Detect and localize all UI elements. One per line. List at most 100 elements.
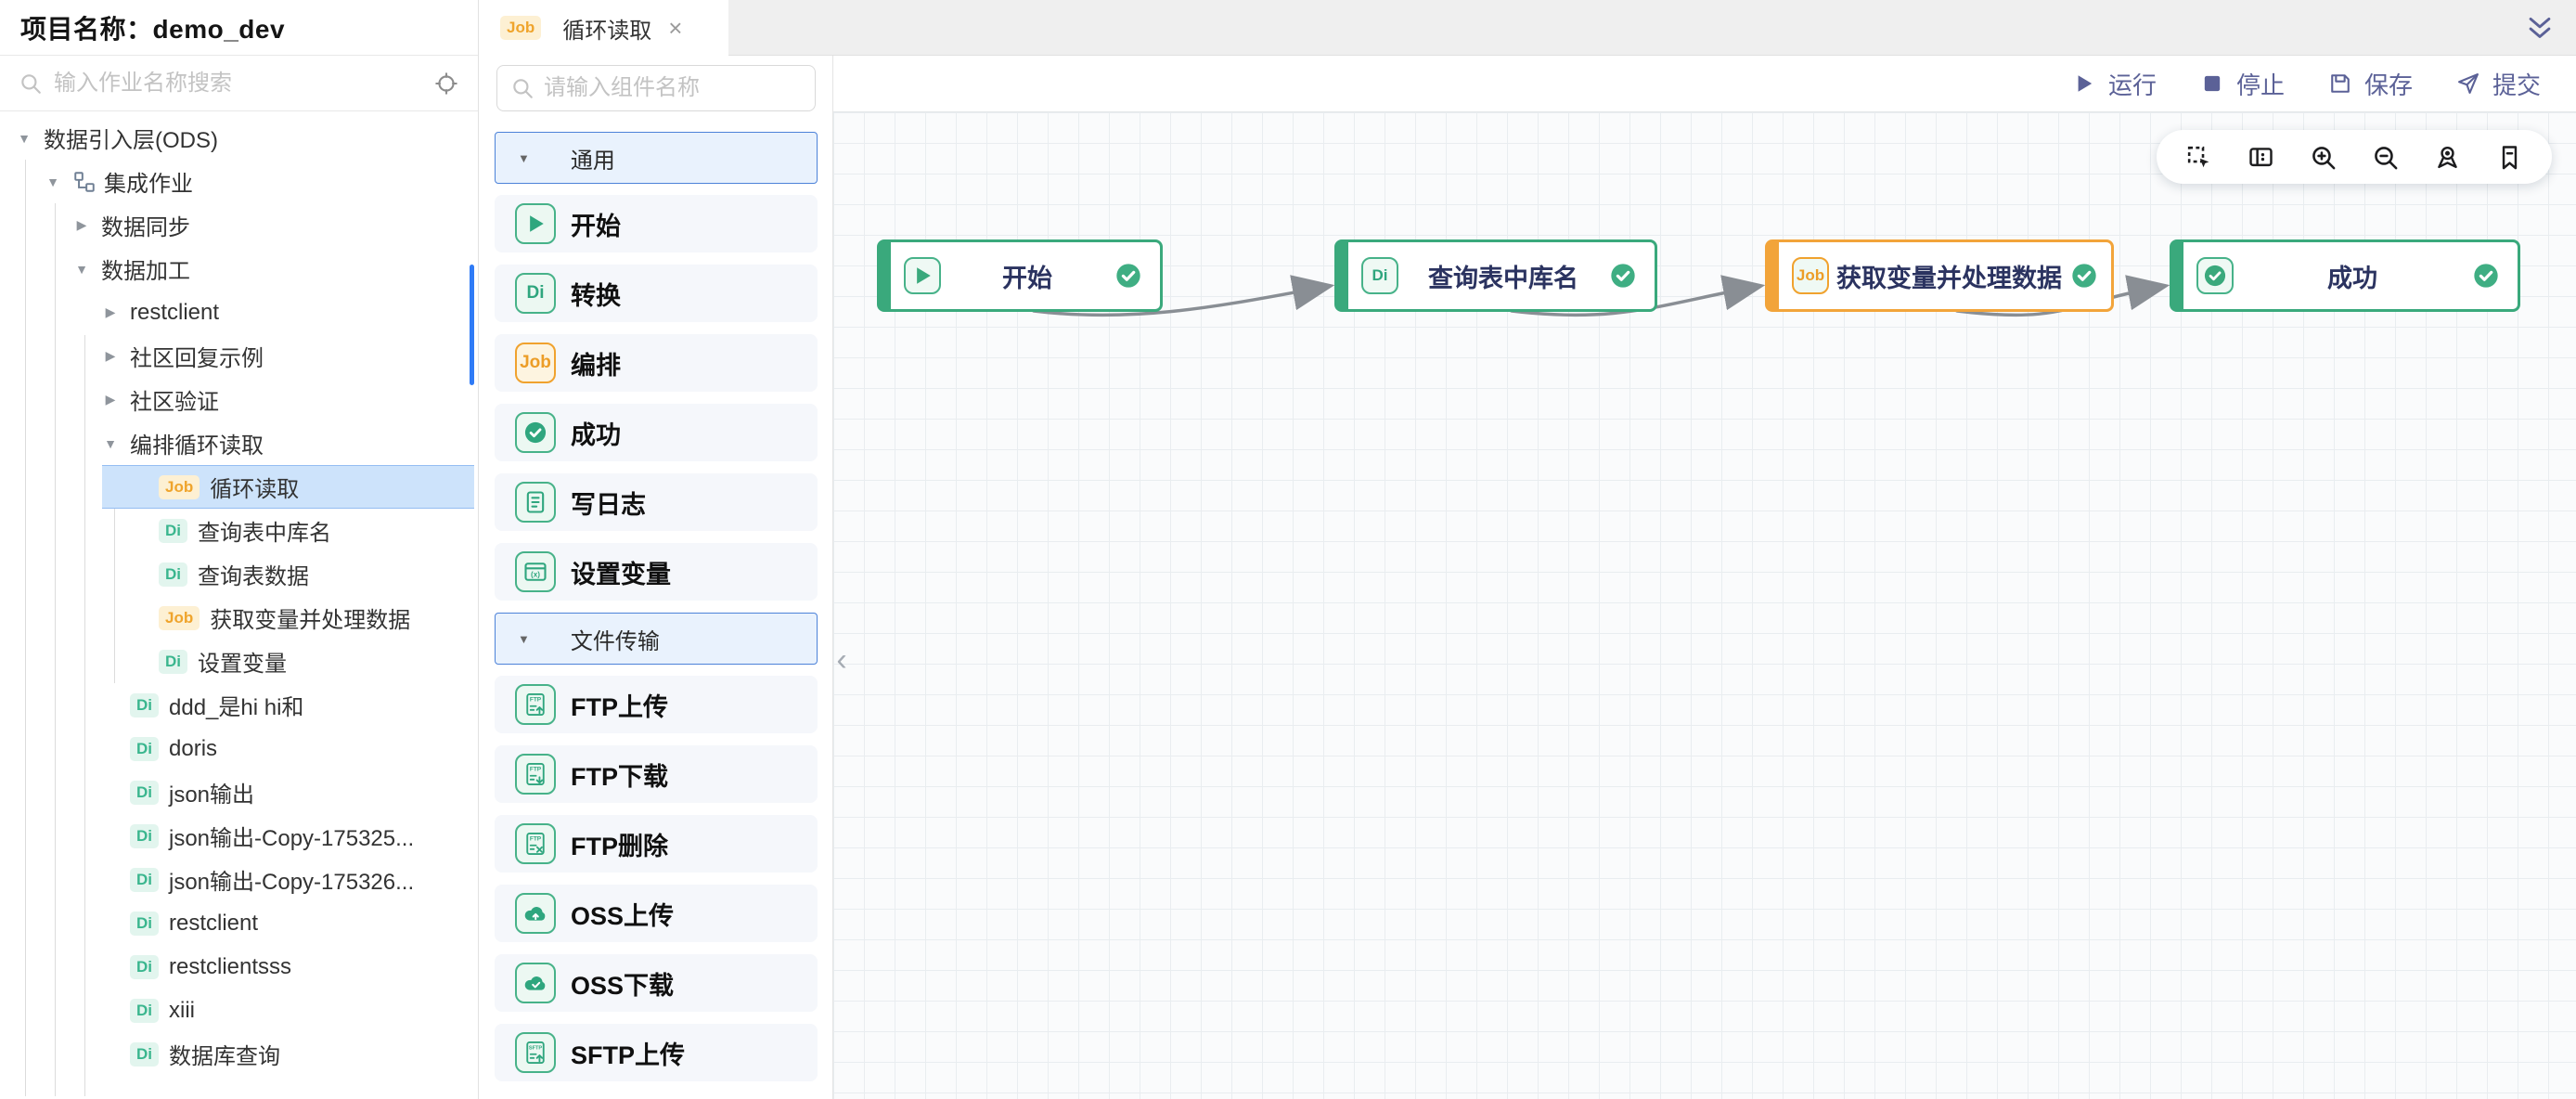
tree-scrollbar-thumb[interactable] — [470, 265, 474, 385]
tree-indent-spacer: ▶ — [99, 1002, 122, 1018]
node-label: 开始 — [1002, 264, 1052, 292]
tree-item-label: json输出-Copy-175325... — [169, 826, 415, 851]
workflow-node-start[interactable]: 开始 — [877, 239, 1163, 312]
bookmark-icon[interactable] — [2495, 143, 2524, 172]
palette-item[interactable]: OSS下载 — [495, 954, 818, 1012]
svg-text:(x): (x) — [531, 571, 540, 579]
palette-section-title: 通用 — [570, 148, 615, 174]
log-document-icon — [515, 482, 556, 523]
保存-button[interactable]: 保存 — [2327, 67, 2413, 101]
success-status-icon — [2069, 261, 2099, 291]
expand-arrow-icon[interactable]: ▶ — [105, 348, 116, 363]
di-badge: Di — [159, 649, 187, 674]
expand-arrow-icon[interactable]: ▶ — [76, 217, 87, 232]
tree-item[interactable]: ▼编排循环读取 — [0, 421, 478, 465]
node-label: 成功 — [2327, 264, 2377, 292]
palette-section-title: 文件传输 — [570, 628, 660, 654]
palette-item[interactable]: OSS上传 — [495, 885, 818, 942]
palette-item[interactable]: 开始 — [495, 195, 818, 252]
node-label: 查询表中库名 — [1428, 264, 1578, 292]
tree-item-label: 循环读取 — [210, 477, 300, 502]
palette-section-header[interactable]: ▼通用 — [495, 132, 818, 184]
tree-item[interactable]: ▶Dijson输出-Copy-175326... — [0, 858, 478, 901]
提交-button[interactable]: 提交 — [2455, 67, 2541, 101]
tree-item[interactable]: ▶ 社区回复示例 — [0, 334, 478, 378]
tree-item-label: ddd_是hi hi和 — [169, 695, 304, 720]
minimap-icon[interactable] — [2247, 143, 2275, 172]
palette-item[interactable]: 写日志 — [495, 473, 818, 531]
palette-section-header[interactable]: ▼文件传输 — [495, 613, 818, 665]
action-label: 停止 — [2235, 71, 2285, 99]
close-tab-icon[interactable]: × — [668, 14, 683, 42]
palette-item-label: SFTP上传 — [571, 1041, 686, 1069]
marquee-select-icon[interactable] — [2184, 143, 2213, 172]
palette-item-label: 写日志 — [571, 490, 646, 519]
job-search-input[interactable] — [54, 70, 422, 97]
tree-item-label: 社区回复示例 — [130, 346, 264, 371]
tree-item-label: restclient — [130, 299, 220, 325]
locate-icon[interactable] — [2433, 143, 2462, 172]
zoom-out-icon[interactable] — [2371, 143, 2400, 172]
palette-item-label: 转换 — [571, 281, 621, 310]
di-badge: Di — [130, 823, 159, 848]
collapse-arrow-icon[interactable]: ▼ — [18, 130, 31, 146]
tree-item[interactable]: ▶ restclient — [0, 291, 478, 334]
tree-item[interactable]: ▶数据同步 — [0, 203, 478, 247]
tree-item[interactable]: ▼数据加工 — [0, 247, 478, 291]
chevron-double-down-icon[interactable] — [2524, 13, 2556, 45]
collapse-arrow-icon[interactable]: ▼ — [75, 261, 88, 277]
tab-loop-read[interactable]: Job 循环读取 × — [480, 0, 728, 56]
停止-button[interactable]: 停止 — [2199, 67, 2285, 101]
flow-icon — [72, 170, 97, 194]
tree-item[interactable]: ▶Dijson输出-Copy-175325... — [0, 814, 478, 858]
tree-item-label: 数据库查询 — [169, 1044, 280, 1069]
palette-item[interactable]: (x)设置变量 — [495, 543, 818, 601]
运行-button[interactable]: 运行 — [2071, 67, 2157, 101]
di-badge: Di — [159, 562, 187, 587]
zoom-in-icon[interactable] — [2309, 143, 2338, 172]
expand-arrow-icon[interactable]: ▶ — [105, 392, 116, 407]
workflow-node-success[interactable]: 成功 — [2170, 239, 2520, 312]
di-badge: Di — [130, 998, 159, 1023]
tree-item[interactable]: ▼数据引入层(ODS) — [0, 116, 478, 160]
tree-item-label: 集成作业 — [104, 172, 193, 197]
collapse-arrow-icon[interactable]: ▼ — [104, 435, 117, 451]
collapse-palette-handle[interactable]: ‹ — [836, 641, 847, 678]
locate-current-job-icon[interactable] — [433, 71, 459, 97]
palette-item[interactable]: 成功 — [495, 404, 818, 461]
palette-item-label: FTP下载 — [571, 762, 668, 791]
expand-arrow-icon[interactable]: ▶ — [105, 304, 116, 319]
tree-item[interactable]: ▶社区验证 — [0, 378, 478, 421]
action-label: 运行 — [2107, 71, 2157, 99]
tree-item[interactable]: ▼ 集成作业 — [0, 160, 478, 203]
di-badge: Di — [130, 867, 159, 892]
tree-indent-spacer: ▶ — [128, 653, 150, 669]
di-badge: Di — [130, 692, 159, 718]
tree-item-label: 获取变量并处理数据 — [210, 608, 411, 633]
component-search-input[interactable] — [544, 75, 802, 101]
run-icon — [2071, 71, 2097, 97]
collapse-arrow-icon[interactable]: ▼ — [46, 174, 59, 189]
